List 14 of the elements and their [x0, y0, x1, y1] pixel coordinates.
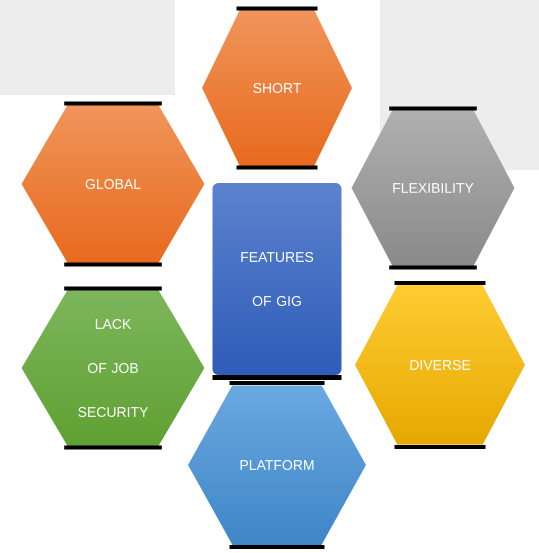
node-label: FLEXIBILITY [393, 183, 474, 193]
hexagon: SHORT [236, 6, 318, 170]
hexagon: GLOBAL [64, 102, 162, 266]
node-label: PLATFORM [240, 460, 314, 470]
hexagon: LACK OF JOB SECURITY [64, 286, 162, 450]
node-label: GLOBAL [86, 179, 141, 189]
node-label: DIVERSE [410, 360, 470, 370]
rounded-rectangle: FEATURES OF GIG [212, 252, 342, 380]
hexagon: DIVERSE [394, 281, 486, 449]
node-label: SHORT [253, 83, 302, 93]
hexagon: PLATFORM [230, 381, 324, 549]
hexagon: FLEXIBILITY [389, 106, 477, 270]
node-label: FEATURES OF GIG [241, 252, 314, 306]
node-label: LACK OF JOB SECURITY [78, 319, 148, 417]
